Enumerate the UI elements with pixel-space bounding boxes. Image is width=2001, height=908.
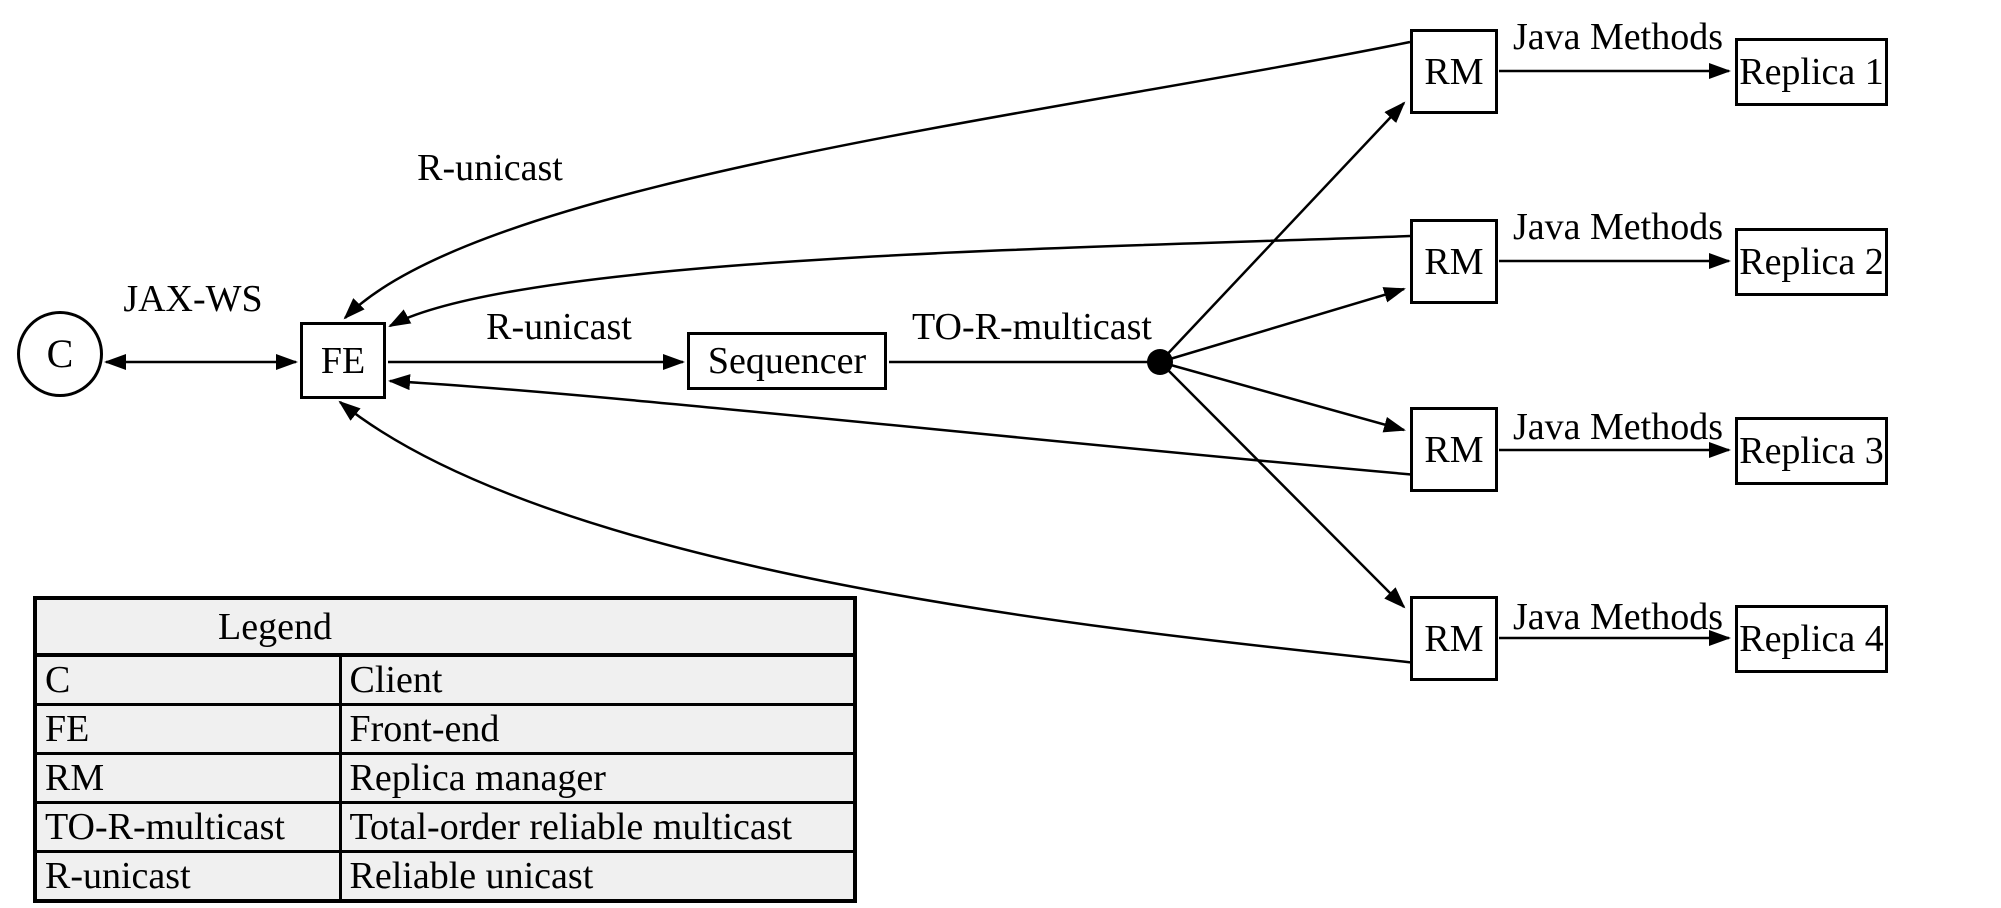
java-methods-edge-label-4: Java Methods bbox=[1513, 596, 1724, 638]
rm-fe-return-edge-label: R-unicast bbox=[417, 147, 563, 189]
replica-label: Replica 2 bbox=[1739, 241, 1884, 283]
edge-multicast-rm1 bbox=[1159, 101, 1406, 363]
replica-label: Replica 3 bbox=[1739, 430, 1884, 472]
legend-row: TO-R-multicast Total-order reliable mult… bbox=[33, 801, 857, 853]
sequencer-node: Sequencer bbox=[687, 332, 887, 390]
to-r-multicast-edge-label: TO-R-multicast bbox=[912, 306, 1152, 348]
front-end-label: FE bbox=[320, 339, 366, 382]
edge-rm3-fe-return bbox=[388, 374, 1418, 477]
edge-multicast-rm2 bbox=[1159, 287, 1406, 364]
edge-rm4-fe-return bbox=[338, 400, 1418, 665]
rm-label: RM bbox=[1424, 428, 1484, 471]
edge-multicast-rm4 bbox=[1159, 361, 1406, 609]
legend-header-row: Legend bbox=[33, 596, 857, 657]
legend-key: FE bbox=[33, 703, 342, 755]
legend-title: Legend bbox=[33, 596, 857, 657]
legend-row: FE Front-end bbox=[33, 703, 857, 755]
legend-row: C Client bbox=[33, 653, 857, 706]
legend-key: C bbox=[33, 653, 342, 706]
legend-table: Legend C Client FE Front-end RM Replica … bbox=[33, 596, 857, 903]
rm-node-4: RM bbox=[1410, 596, 1498, 681]
replica-node-3: Replica 3 bbox=[1735, 417, 1888, 485]
edge-multicast-rm3 bbox=[1159, 360, 1406, 433]
rm-label: RM bbox=[1424, 617, 1484, 660]
rm-node-2: RM bbox=[1410, 219, 1498, 304]
rm-node-1: RM bbox=[1410, 29, 1498, 114]
legend-row: R-unicast Reliable unicast bbox=[33, 850, 857, 903]
legend-value: Front-end bbox=[338, 703, 857, 755]
java-methods-edge-label-2: Java Methods bbox=[1513, 206, 1724, 248]
legend-key: R-unicast bbox=[33, 850, 342, 903]
edge-rm2-fe-return bbox=[388, 234, 1411, 328]
sequencer-label: Sequencer bbox=[707, 340, 867, 382]
fe-sequencer-edge-label: R-unicast bbox=[486, 306, 632, 348]
replica-label: Replica 1 bbox=[1739, 51, 1884, 93]
edge-rm1-fe-return bbox=[343, 40, 1411, 320]
java-methods-edge-label-3: Java Methods bbox=[1513, 406, 1724, 448]
legend-value: Client bbox=[338, 653, 857, 706]
java-methods-edge-label-1: Java Methods bbox=[1513, 16, 1724, 58]
rm-label: RM bbox=[1424, 240, 1484, 283]
client-label: C bbox=[46, 331, 74, 376]
legend-key: TO-R-multicast bbox=[33, 801, 342, 853]
replica-label: Replica 4 bbox=[1739, 618, 1884, 660]
legend-value: Reliable unicast bbox=[338, 850, 857, 903]
legend-value: Total-order reliable multicast bbox=[338, 801, 857, 853]
rm-node-3: RM bbox=[1410, 407, 1498, 492]
replica-node-1: Replica 1 bbox=[1735, 38, 1888, 106]
legend-key: RM bbox=[33, 752, 342, 804]
legend-row: RM Replica manager bbox=[33, 752, 857, 804]
replica-node-4: Replica 4 bbox=[1735, 605, 1888, 673]
replica-node-2: Replica 2 bbox=[1735, 228, 1888, 296]
rm-label: RM bbox=[1424, 50, 1484, 93]
client-node: C bbox=[17, 311, 103, 397]
legend-value: Replica manager bbox=[338, 752, 857, 804]
jax-ws-edge-label: JAX-WS bbox=[123, 278, 263, 320]
front-end-node: FE bbox=[300, 322, 386, 399]
